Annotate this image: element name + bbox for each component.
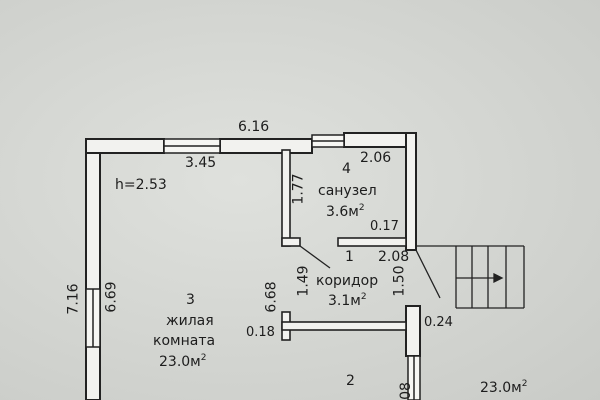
dim-ceiling-height: h=2.53 xyxy=(115,177,167,193)
room-4-name: санузел xyxy=(318,183,377,199)
window-top-left xyxy=(163,138,221,154)
window-left xyxy=(85,288,101,348)
dim-room3-side: 6.68 xyxy=(263,281,280,313)
dim-partition-right: 0.24 xyxy=(424,315,453,330)
dim-corridor-depth-left: 1.49 xyxy=(295,265,312,297)
outer-wall-left xyxy=(85,138,101,400)
room-3-name-line1: жилая xyxy=(166,313,214,329)
room-4-number: 4 xyxy=(342,161,351,177)
room-3-name-line2: комната xyxy=(153,333,216,349)
outer-wall-right xyxy=(405,132,421,357)
room-1-area: 3.1м2 xyxy=(328,292,367,309)
room-1-name: коридор xyxy=(316,273,379,289)
dim-partition-left: 0.18 xyxy=(246,325,275,340)
exterior-stairs xyxy=(416,245,525,309)
window-top-right xyxy=(311,134,345,148)
bathroom-door-swing xyxy=(299,245,331,269)
bathroom-wall-right xyxy=(337,237,407,247)
room-1-number: 1 xyxy=(345,249,354,265)
dim-corridor-width: 2.08 xyxy=(378,249,410,265)
room-4-area: 3.6м2 xyxy=(326,203,365,220)
dim-bath-width: 2.06 xyxy=(360,150,392,166)
dim-left-outer: 7.16 xyxy=(65,283,82,315)
dim-left-inner: 6.69 xyxy=(103,281,120,313)
entry-door-swing xyxy=(415,249,441,299)
room-2-number: 2 xyxy=(346,373,355,389)
dim-bath-depth: 1.77 xyxy=(290,173,307,205)
window-right-lower xyxy=(407,355,421,400)
dim-bath-partition: 0.17 xyxy=(370,219,399,234)
dim-bottom-partial: 08 xyxy=(397,382,414,400)
room-3-number: 3 xyxy=(186,292,195,308)
corridor-partition xyxy=(281,311,407,341)
dim-top-left-segment: 3.45 xyxy=(185,155,217,171)
bathroom-partition xyxy=(281,149,301,247)
dim-corridor-depth-right: 1.50 xyxy=(391,265,408,297)
room-3-area: 23.0м2 xyxy=(159,353,207,370)
room-2-area: 23.0м2 xyxy=(480,379,528,396)
dim-top-overall: 6.16 xyxy=(238,119,270,135)
